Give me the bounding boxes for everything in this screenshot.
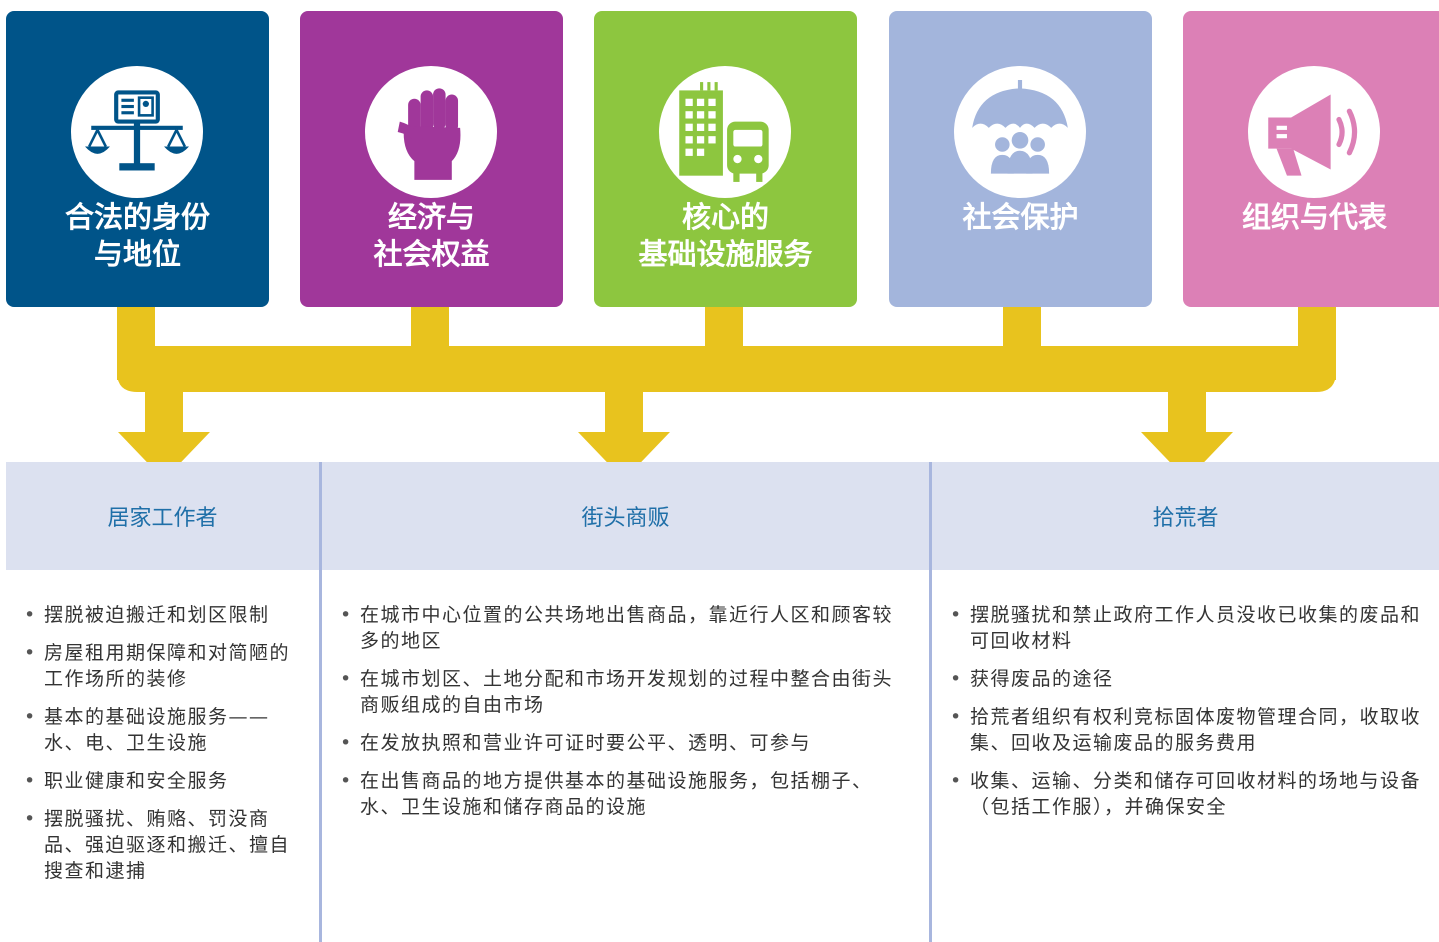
- street-vendors-list: 在城市中心位置的公共场地出售商品，靠近行人区和顾客较多的地区 在城市划区、土地分…: [338, 602, 910, 832]
- card-title: 经济与 社会权益: [373, 200, 490, 271]
- list-item: 职业健康和安全服务: [22, 768, 310, 794]
- building-train-icon: [679, 82, 769, 182]
- card-economic-social-rights: 经济与 社会权益: [300, 11, 563, 307]
- connector-arrows: [117, 300, 1336, 480]
- home-workers-list: 摆脱被迫搬迁和划区限制 房屋租用期保障和对简陋的工作场所的装修 基本的基础设施服…: [22, 602, 310, 896]
- column-divider: [319, 462, 322, 942]
- list-item: 基本的基础设施服务——水、电、卫生设施: [22, 704, 310, 756]
- list-item: 摆脱骚扰、贿赂、罚没商品、强迫驱逐和搬迁、擅自搜查和逮捕: [22, 806, 310, 884]
- group-header-waste-pickers: 拾荒者: [932, 462, 1439, 570]
- list-item: 摆脱骚扰和禁止政府工作人员没收已收集的废品和可回收材料: [948, 602, 1428, 654]
- legal-balance-id-card-icon: [85, 90, 189, 171]
- megaphone-icon: [1268, 94, 1358, 176]
- card-legal-identity: 合法的身份 与地位: [6, 11, 269, 307]
- card-icon-circle: [1248, 66, 1380, 198]
- card-social-protection: 社会保护: [889, 11, 1152, 307]
- list-item: 摆脱被迫搬迁和划区限制: [22, 602, 310, 628]
- umbrella-people-icon: [972, 80, 1068, 174]
- group-title: 街头商贩: [581, 506, 670, 531]
- list-item: 拾荒者组织有权利竞标固体废物管理合同，收取收集、回收及运输废品的服务费用: [948, 704, 1428, 756]
- waste-pickers-list: 摆脱骚扰和禁止政府工作人员没收已收集的废品和可回收材料 获得废品的途径 拾荒者组…: [948, 602, 1428, 832]
- group-header-street-vendors: 街头商贩: [322, 462, 929, 570]
- list-item: 在出售商品的地方提供基本的基础设施服务，包括棚子、水、卫生设施和储存商品的设施: [338, 768, 910, 820]
- card-title: 核心的 基础设施服务: [638, 200, 813, 271]
- list-item: 在城市划区、土地分配和市场开发规划的过程中整合由街头商贩组成的自由市场: [338, 666, 910, 718]
- card-title: 合法的身份 与地位: [64, 200, 210, 271]
- group-title: 居家工作者: [107, 506, 218, 531]
- card-icon-circle: [71, 66, 203, 198]
- card-title: 组织与代表: [1241, 200, 1387, 234]
- group-title: 拾荒者: [1152, 506, 1219, 531]
- list-item: 在城市中心位置的公共场地出售商品，靠近行人区和顾客较多的地区: [338, 602, 910, 654]
- card-organization-representation: 组织与代表: [1183, 11, 1439, 307]
- card-title: 社会保护: [962, 200, 1079, 234]
- column-divider: [929, 462, 932, 942]
- list-item: 房屋租用期保障和对简陋的工作场所的装修: [22, 640, 310, 692]
- list-item: 在发放执照和营业许可证时要公平、透明、可参与: [338, 730, 910, 756]
- card-core-infrastructure: 核心的 基础设施服务: [594, 11, 857, 307]
- list-item: 收集、运输、分类和储存可回收材料的场地与设备（包括工作服），并确保安全: [948, 768, 1428, 820]
- card-icon-circle: [365, 66, 497, 198]
- group-header-home-workers: 居家工作者: [6, 462, 319, 570]
- raised-fist-icon: [397, 88, 461, 180]
- list-item: 获得废品的途径: [948, 666, 1428, 692]
- card-icon-circle: [954, 66, 1086, 198]
- card-icon-circle: [659, 66, 791, 198]
